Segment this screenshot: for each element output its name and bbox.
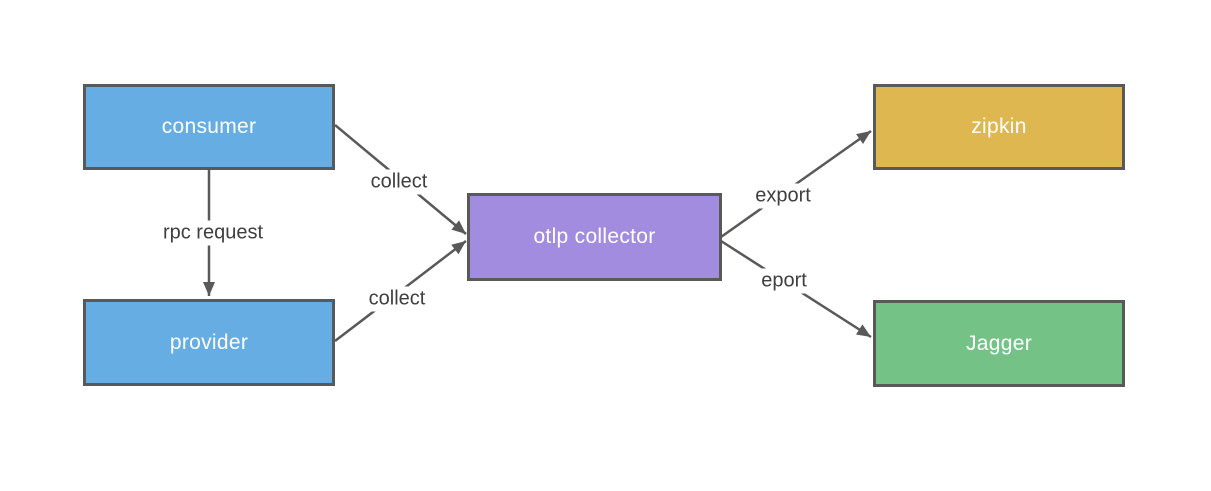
node-provider: provider: [83, 299, 335, 386]
edge-label-collect-provider: collect: [363, 286, 431, 312]
node-zipkin-label: zipkin: [971, 115, 1027, 138]
node-jagger-label: Jagger: [965, 331, 1032, 355]
node-consumer: consumer: [83, 84, 335, 170]
node-zipkin: zipkin: [873, 84, 1125, 170]
edge-label-eport: eport: [756, 268, 812, 294]
node-consumer-label: consumer: [161, 115, 257, 138]
edge-label-export: export: [750, 183, 816, 209]
node-jagger: Jagger: [873, 300, 1125, 387]
node-otlp-collector-label: otlp collector: [533, 225, 656, 248]
node-otlp-collector: otlp collector: [467, 193, 722, 281]
node-provider-label: provider: [169, 330, 249, 354]
edge-label-collect-consumer: collect: [365, 169, 433, 195]
edge-label-rpc-request: rpc request: [157, 220, 269, 246]
